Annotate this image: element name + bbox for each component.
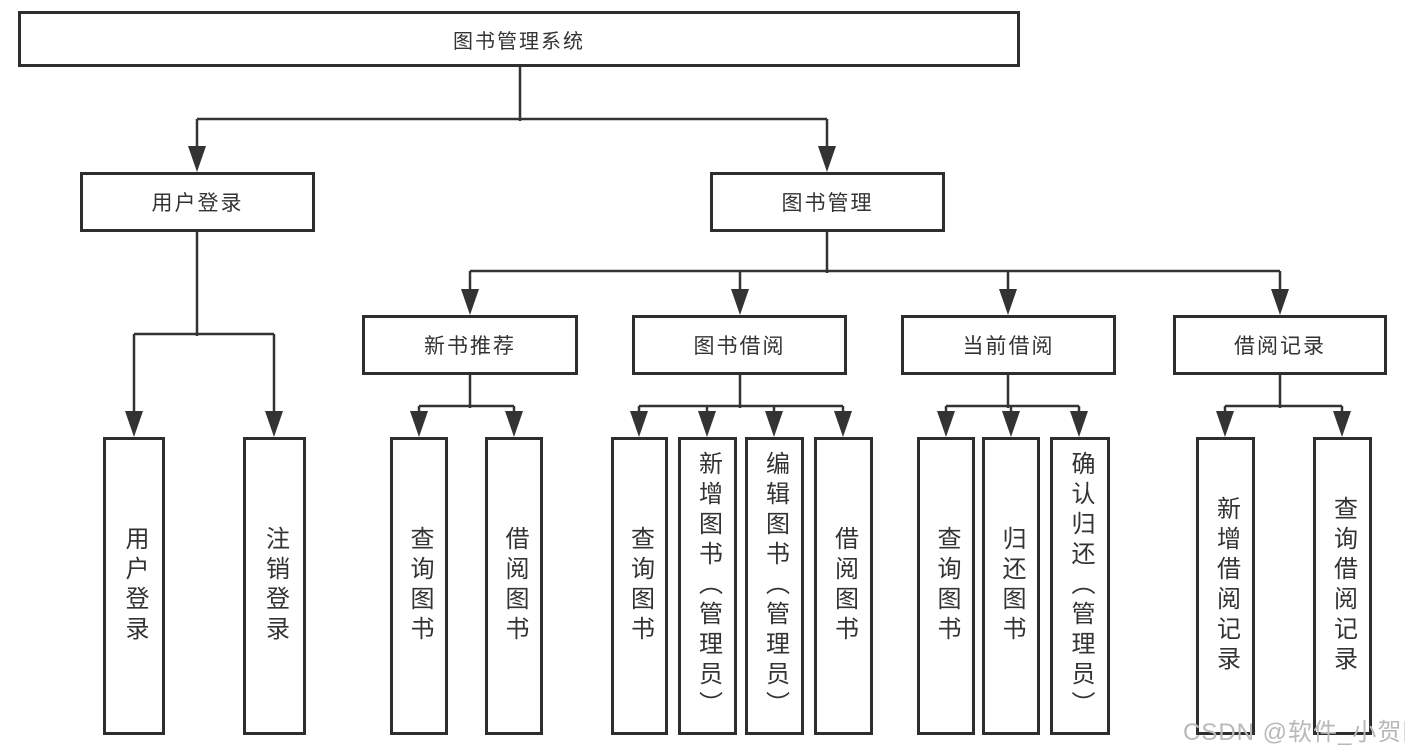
- node-label: 借阅记录: [1234, 335, 1326, 358]
- leaf-user-login: 用户登录: [103, 437, 165, 735]
- node-label: 图书借阅: [693, 335, 786, 358]
- node-label: 查询图书: [406, 526, 433, 646]
- node-label: 查询借阅记录: [1329, 496, 1357, 676]
- node-book-borrow: 图书借阅: [632, 315, 847, 375]
- node-label: 新书推荐: [424, 335, 516, 358]
- node-label: 用户登录: [151, 192, 244, 215]
- leaf-return-book: 归还图书: [982, 437, 1040, 735]
- node-label: 注销登录: [261, 526, 289, 646]
- node-label: 归还图书: [998, 526, 1025, 646]
- leaf-query-book-current: 查询图书: [917, 437, 975, 735]
- node-label: 用户登录: [121, 526, 148, 646]
- connector-root-to-level2: [188, 67, 836, 172]
- node-current-borrow: 当前借阅: [901, 315, 1116, 375]
- node-label: 借阅图书: [830, 526, 858, 646]
- leaf-query-borrow-record: 查询借阅记录: [1313, 437, 1372, 735]
- node-label: 查询图书: [933, 526, 960, 646]
- node-label: 新增图书（管理员）: [694, 451, 722, 721]
- node-label: 当前借阅: [962, 335, 1055, 358]
- leaf-add-borrow-record: 新增借阅记录: [1196, 437, 1255, 735]
- node-new-book-recommend: 新书推荐: [362, 315, 578, 375]
- node-label: 查询图书: [626, 526, 654, 646]
- node-book-management: 图书管理: [710, 172, 945, 232]
- node-label: 图书管理系统: [453, 30, 585, 53]
- connector-book-borrow-to-leaves: [630, 375, 852, 437]
- connector-user-login-to-leaves: [125, 232, 283, 437]
- node-borrow-records: 借阅记录: [1173, 315, 1387, 375]
- leaf-query-book-borrow: 查询图书: [611, 437, 668, 735]
- leaf-borrow-book: 借阅图书: [814, 437, 873, 735]
- connector-new-book-recommend-to-leaves: [410, 375, 523, 437]
- node-label: 确认归还（管理员）: [1067, 451, 1094, 721]
- leaf-add-book-admin: 新增图书（管理员）: [678, 437, 737, 735]
- leaf-confirm-return-admin: 确认归还（管理员）: [1050, 437, 1110, 735]
- leaf-edit-book-admin: 编辑图书（管理员）: [745, 437, 804, 735]
- csdn-watermark: CSDN @软件_小贺同学: [1183, 719, 1405, 746]
- connector-current-borrow-to-leaves: [937, 375, 1088, 437]
- node-label: 编辑图书（管理员）: [761, 451, 789, 721]
- leaf-query-book-recommend: 查询图书: [390, 437, 448, 735]
- leaf-borrow-book-recommend: 借阅图书: [485, 437, 543, 735]
- connector-borrow-records-to-leaves: [1216, 375, 1351, 437]
- node-root-library-system: 图书管理系统: [18, 11, 1020, 67]
- node-label: 新增借阅记录: [1212, 496, 1240, 676]
- leaf-logout: 注销登录: [243, 437, 306, 735]
- node-user-login: 用户登录: [80, 172, 315, 232]
- node-label: 图书管理: [781, 192, 874, 215]
- connector-book-management-to-level3: [461, 232, 1289, 315]
- node-label: 借阅图书: [501, 526, 528, 646]
